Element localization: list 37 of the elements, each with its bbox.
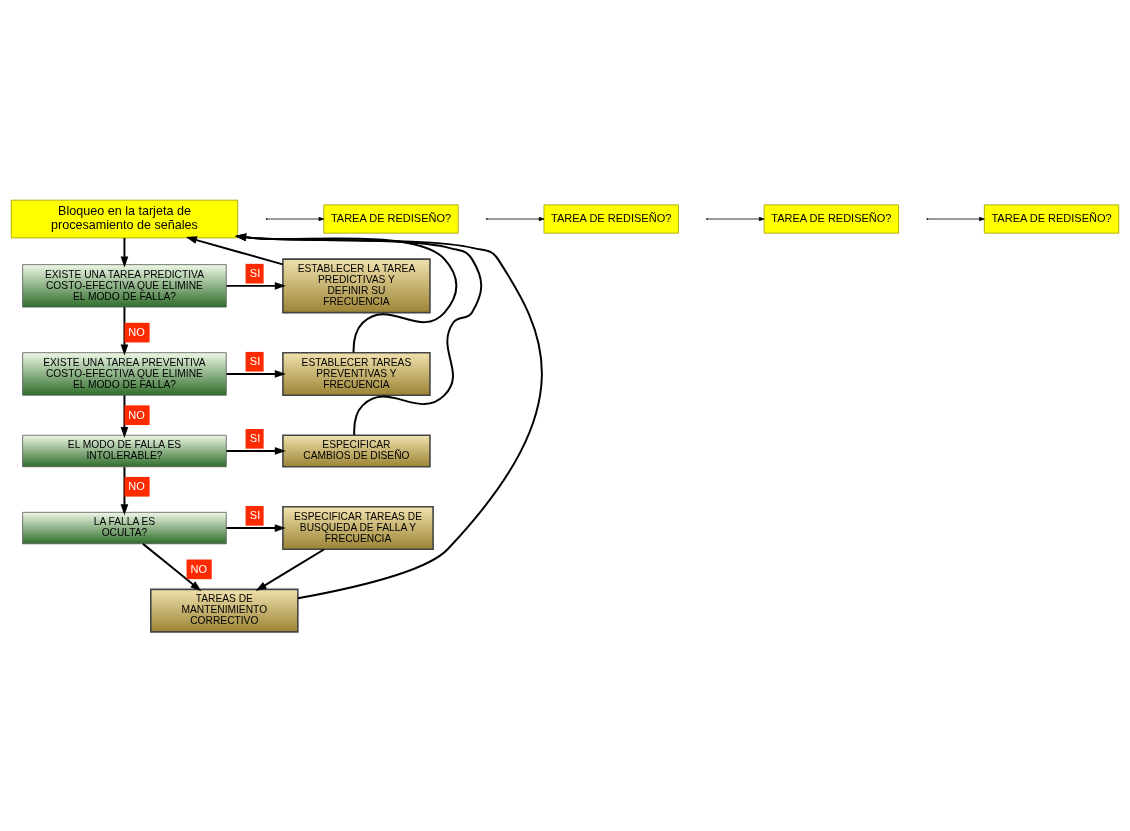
node-box: EXISTE UNA TAREA PREVENTIVA COSTO-EFECTIVA QUE ELIMINE EL MODO DE FALLA? [22,351,227,396]
node-box: ESPECIFICAR CAMBIOS DE DISEÑO [282,434,431,467]
edge-label: SI [249,354,261,367]
node-box: TAREA DE REDISEÑO? [763,203,899,234]
arrow [255,548,325,591]
edge-label: NO [128,479,145,492]
node-box: ESPECIFICAR TAREAS DE BUSQUEDA DE FALLA Y FRECUENCIA [282,505,434,550]
arrow [120,393,129,438]
arrow [267,216,325,221]
arrow [707,216,765,221]
edge-label: SI [249,431,261,444]
edge-label: NO [190,562,207,575]
node-box: TAREA DE REDISEÑO? [323,203,459,234]
arrow [120,465,129,515]
edge-label: SI [249,508,261,521]
arrow [142,542,202,591]
node-box: TAREA DE REDISEÑO? [983,203,1120,234]
arrow [225,523,286,532]
edge-label: NO [128,325,145,338]
arrow [120,236,129,267]
arrow [185,235,284,265]
node-box: Bloqueo en la tarjeta de procesamiento de señales [10,199,239,238]
node-box: ESTABLECER TAREAS PREVENTIVAS Y FRECUENCIA [282,351,431,396]
arrow [225,369,286,378]
arrow [225,281,286,290]
node-box: TAREAS DE MANTENIMIENTO CORRECTIVO [150,588,299,633]
edge-label: NO [128,408,145,421]
edge-label: SI [249,266,261,279]
node-box: ESTABLECER LA TAREA PREDICTIVAS Y DEFINIR SU FRECUENCIA [282,257,431,313]
arrow [225,446,286,455]
arrow [487,216,545,221]
arrow [927,216,985,221]
node-box: EL MODO DE FALLA ES INTOLERABLE? [22,434,227,467]
node-box: EXISTE UNA TAREA PREDICTIVA COSTO-EFECTIVA QUE ELIMINE EL MODO DE FALLA? [22,263,227,307]
arrow [120,305,129,355]
node-box: LA FALLA ES OCULTA? [22,511,227,544]
node-box: TAREA DE REDISEÑO? [543,203,679,234]
